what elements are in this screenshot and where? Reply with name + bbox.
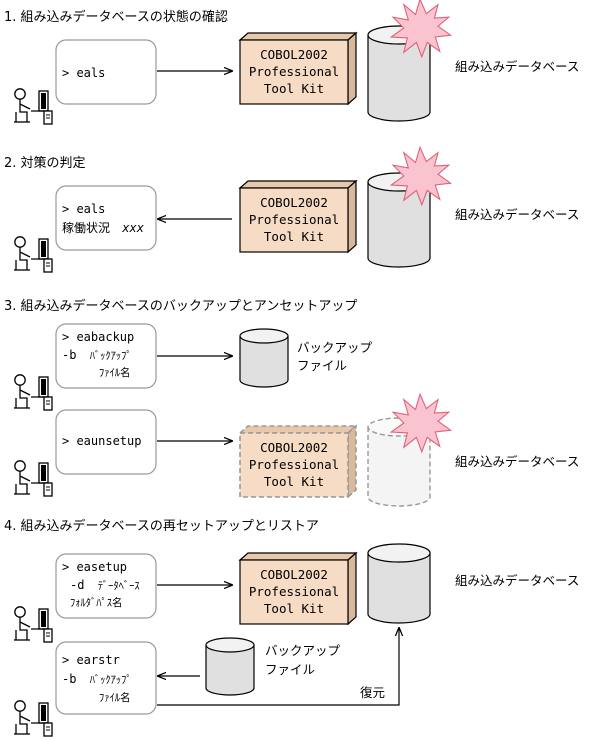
- database-label: 組み込みデータベース: [455, 207, 579, 222]
- user-at-computer-icon: [13, 606, 53, 643]
- toolkit-line-3: Tool Kit: [264, 229, 324, 244]
- toolkit-line-2: Professional: [249, 584, 339, 599]
- section-3: 3. 組み込みデータベースのバックアップとアンセットアップ > eabackup…: [4, 298, 579, 507]
- section-2-title: 2. 対策の判定: [4, 155, 86, 171]
- database-label: 組み込みデータベース: [455, 573, 579, 588]
- setup-option-arg: ﾃﾞｰﾀﾍﾞｰｽ: [98, 580, 140, 592]
- command-text: > eals: [62, 202, 105, 216]
- toolkit-line-1: COBOL2002: [260, 47, 328, 62]
- section-4: 4. 組み込みデータベースの再セットアップとリストア > easetup -d …: [4, 518, 579, 737]
- command-box: [55, 185, 157, 251]
- restore-label: 復元: [360, 685, 385, 700]
- setup-command-box: [55, 553, 157, 619]
- status-text: 稼働状況 xxx: [62, 220, 145, 235]
- toolkit-box: COBOL2002 Professional Tool Kit: [238, 179, 358, 254]
- backup-option: -b: [62, 348, 76, 362]
- status-value: xxx: [121, 221, 144, 235]
- toolkit-line-3: Tool Kit: [264, 81, 324, 96]
- user-at-computer-icon: [13, 700, 53, 737]
- toolkit-line-1: COBOL2002: [260, 440, 328, 455]
- toolkit-line-1: COBOL2002: [260, 195, 328, 210]
- user-at-computer-icon: [13, 88, 53, 125]
- toolkit-line-1: COBOL2002: [260, 567, 328, 582]
- toolkit-box: COBOL2002 Professional Tool Kit: [238, 551, 358, 626]
- backup-file-label-2: ファイル: [297, 358, 347, 373]
- section-3-title: 3. 組み込みデータベースのバックアップとアンセットアップ: [4, 298, 357, 314]
- command-text: > eals: [62, 66, 105, 80]
- section-1-title: 1. 組み込みデータベースの状態の確認: [4, 9, 228, 25]
- database-label: 組み込みデータベース: [455, 454, 579, 469]
- setup-option-arg-2: ﾌｫﾙﾀﾞﾊﾟｽ名: [70, 596, 123, 609]
- toolkit-line-3: Tool Kit: [264, 474, 324, 489]
- restore-option: -b: [62, 672, 76, 686]
- toolkit-box: COBOL2002 Professional Tool Kit: [238, 31, 358, 106]
- restore-option-line: -b ﾊﾞｯｸｱｯﾌﾟ: [62, 672, 132, 686]
- command-box: [55, 39, 157, 105]
- toolkit-box-removed: COBOL2002 Professional Tool Kit: [237, 424, 359, 499]
- backup-file-label-2: ファイル: [265, 662, 315, 677]
- restore-option-arg-2: ﾌｧｲﾙ名: [99, 691, 131, 704]
- backup-option-line: -b ﾊﾞｯｸｱｯﾌﾟ: [62, 348, 132, 362]
- status-label: 稼働状況: [62, 220, 110, 235]
- unsetup-command-box: [55, 409, 157, 475]
- toolkit-line-2: Professional: [249, 212, 339, 227]
- unsetup-command-text: > eaunsetup: [62, 434, 141, 448]
- user-at-computer-icon: [13, 236, 53, 273]
- backup-command-text: > eabackup: [62, 330, 134, 344]
- backup-file-cylinder: [205, 637, 255, 696]
- database-cylinder: [367, 543, 431, 624]
- restore-command-box: [55, 641, 157, 715]
- user-at-computer-icon: [13, 374, 53, 411]
- setup-option-line: -d ﾃﾞｰﾀﾍﾞｰｽ: [70, 578, 140, 592]
- restore-command-text: > earstr: [62, 653, 120, 667]
- toolkit-line-2: Professional: [249, 457, 339, 472]
- toolkit-line-2: Professional: [249, 64, 339, 79]
- section-1: 1. 組み込みデータベースの状態の確認 > eals COBOL2002 Pro…: [4, 0, 579, 125]
- setup-option: -d: [70, 578, 84, 592]
- restore-option-arg: ﾊﾞｯｸｱｯﾌﾟ: [90, 674, 132, 686]
- backup-file-label-1: バックアップ: [297, 340, 373, 355]
- database-label: 組み込みデータベース: [455, 59, 579, 74]
- setup-command-text: > easetup: [62, 560, 127, 574]
- user-at-computer-icon: [13, 460, 53, 497]
- section-2: 2. 対策の判定 > eals 稼働状況 xxx COBOL2002 Profe…: [4, 146, 579, 273]
- backup-command-box: [55, 323, 157, 389]
- section-4-title: 4. 組み込みデータベースの再セットアップとリストア: [4, 518, 319, 534]
- backup-file-cylinder: [239, 328, 289, 388]
- backup-file-label-1: バックアップ: [265, 643, 341, 658]
- backup-option-arg-2: ﾌｧｲﾙ名: [99, 366, 131, 379]
- backup-option-arg: ﾊﾞｯｸｱｯﾌﾟ: [90, 350, 132, 362]
- toolkit-line-3: Tool Kit: [264, 601, 324, 616]
- restore-arrow: [157, 628, 399, 706]
